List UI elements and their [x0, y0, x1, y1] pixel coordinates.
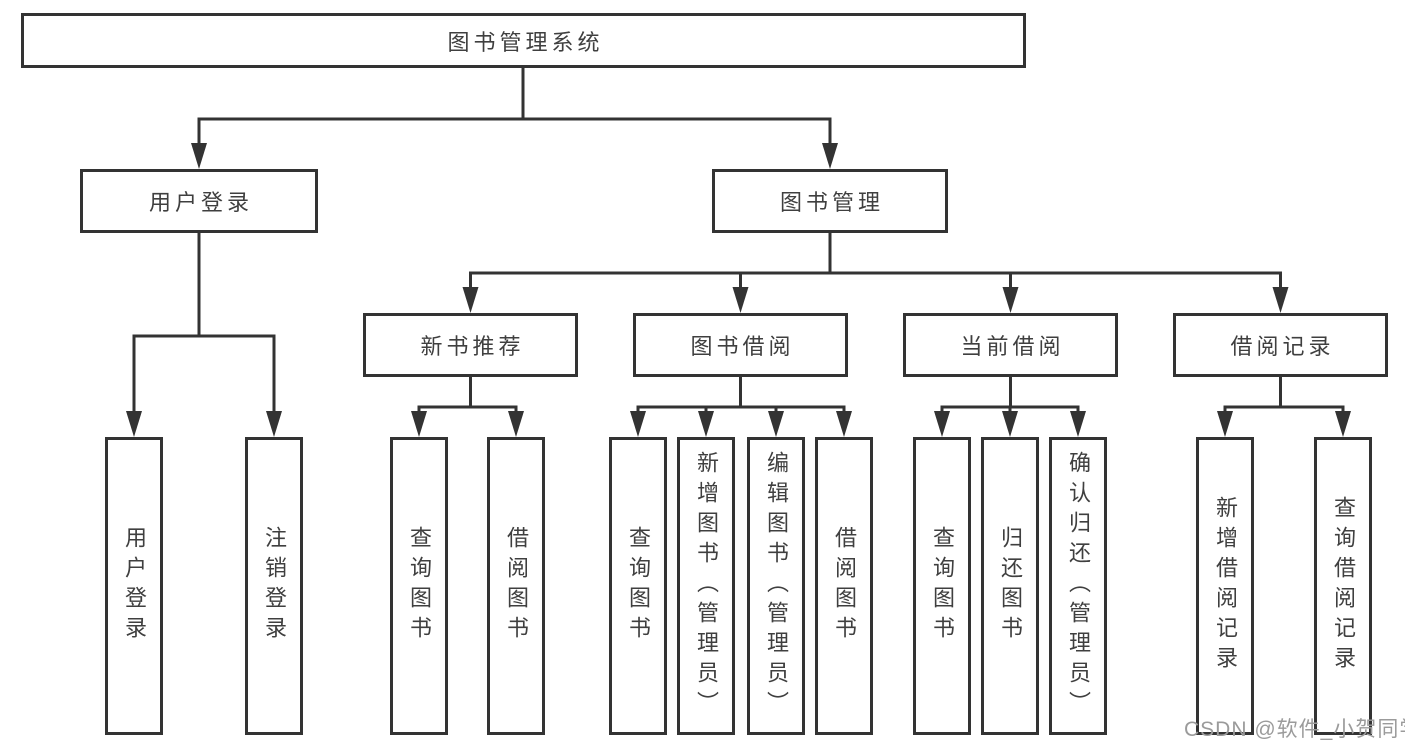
- arrow-head-icon: [732, 287, 749, 313]
- leaf-confirm-return-admin: 确认归还（管理员）: [1049, 437, 1107, 735]
- leaf-user-login: 用户登录: [105, 437, 163, 735]
- arrow-head-icon: [822, 143, 838, 169]
- arrow-head-icon: [1335, 411, 1351, 437]
- arrow-head-icon: [1070, 411, 1086, 437]
- arrow-head-icon: [698, 411, 714, 437]
- arrow-head-icon: [934, 411, 950, 437]
- node-book-management: 图书管理: [712, 169, 948, 233]
- node-library-system: 图书管理系统: [21, 13, 1026, 68]
- arrow-head-icon: [1002, 411, 1018, 437]
- leaf-borrow-books-borrowing: 借阅图书: [815, 437, 873, 735]
- leaf-query-books-current: 查询图书: [913, 437, 971, 735]
- leaf-add-borrow-record: 新增借阅记录: [1196, 437, 1254, 735]
- arrow-head-icon: [191, 143, 207, 169]
- leaf-logout: 注销登录: [245, 437, 303, 735]
- leaf-edit-books-admin: 编辑图书（管理员）: [747, 437, 805, 735]
- leaf-query-borrow-record: 查询借阅记录: [1314, 437, 1372, 735]
- arrow-head-icon: [630, 411, 646, 437]
- leaf-borrow-books-recommend: 借阅图书: [487, 437, 545, 735]
- leaf-add-books-admin: 新增图书（管理员）: [677, 437, 735, 735]
- node-current-borrowing: 当前借阅: [903, 313, 1118, 377]
- leaf-query-books-recommend: 查询图书: [390, 437, 448, 735]
- leaf-query-books-borrowing: 查询图书: [609, 437, 667, 735]
- arrow-head-icon: [411, 411, 427, 437]
- arrow-head-icon: [1002, 287, 1019, 313]
- arrow-head-icon: [126, 411, 142, 437]
- node-book-borrowing: 图书借阅: [633, 313, 848, 377]
- watermark: CSDN @软件_小贺同学: [1184, 718, 1405, 741]
- arrow-head-icon: [836, 411, 852, 437]
- node-user-login: 用户登录: [80, 169, 318, 233]
- node-borrowing-records: 借阅记录: [1173, 313, 1388, 377]
- arrow-head-icon: [266, 411, 282, 437]
- arrow-head-icon: [768, 411, 784, 437]
- leaf-return-books: 归还图书: [981, 437, 1039, 735]
- arrow-head-icon: [508, 411, 524, 437]
- node-new-book-recommend: 新书推荐: [363, 313, 578, 377]
- arrow-head-icon: [462, 287, 479, 313]
- arrow-head-icon: [1217, 411, 1233, 437]
- arrow-head-icon: [1272, 287, 1289, 313]
